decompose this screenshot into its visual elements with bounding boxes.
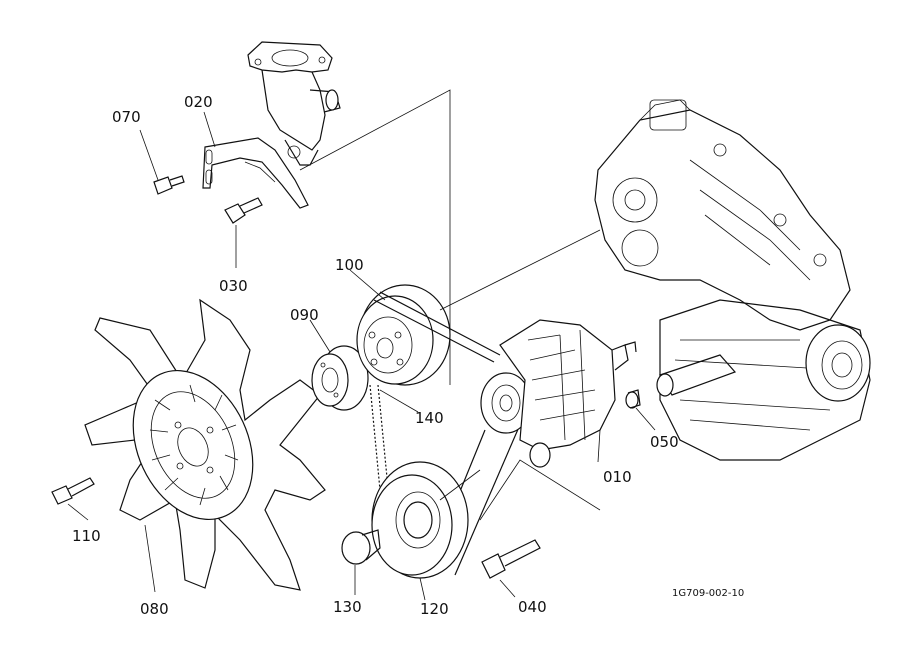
water-flange <box>247 41 341 166</box>
part-label-050[interactable]: 050 <box>650 433 679 451</box>
diagram-code: 1G709-002-10 <box>672 588 744 599</box>
alternator-010 <box>480 319 637 468</box>
bolt-110 <box>51 477 95 505</box>
crank-pulley-120 <box>371 461 469 579</box>
bolt-070 <box>153 175 185 195</box>
part-label-110[interactable]: 110 <box>72 527 101 545</box>
part-label-100[interactable]: 100 <box>335 256 364 274</box>
spacer-090 <box>311 345 369 411</box>
part-label-140[interactable]: 140 <box>415 409 444 427</box>
part-label-080[interactable]: 080 <box>140 600 169 618</box>
part-label-070[interactable]: 070 <box>112 108 141 126</box>
leader-lines <box>67 111 656 601</box>
part-label-010[interactable]: 010 <box>603 468 632 486</box>
fan-pulley-100 <box>356 284 451 386</box>
bolt-030 <box>224 197 263 224</box>
nut-130 <box>341 529 381 565</box>
fan-080 <box>84 298 326 591</box>
part-label-040[interactable]: 040 <box>518 598 547 616</box>
reference-lines <box>299 89 601 521</box>
part-label-090[interactable]: 090 <box>290 306 319 324</box>
part-label-130[interactable]: 130 <box>333 598 362 616</box>
part-labels: 070 020 030 100 090 140 050 010 110 080 … <box>72 93 679 618</box>
bracket-020 <box>202 137 309 209</box>
screw-050 <box>625 389 641 409</box>
part-label-020[interactable]: 020 <box>184 93 213 111</box>
bolt-040 <box>481 539 541 579</box>
part-label-030[interactable]: 030 <box>219 277 248 295</box>
part-label-120[interactable]: 120 <box>420 600 449 618</box>
engine-block <box>594 99 871 461</box>
